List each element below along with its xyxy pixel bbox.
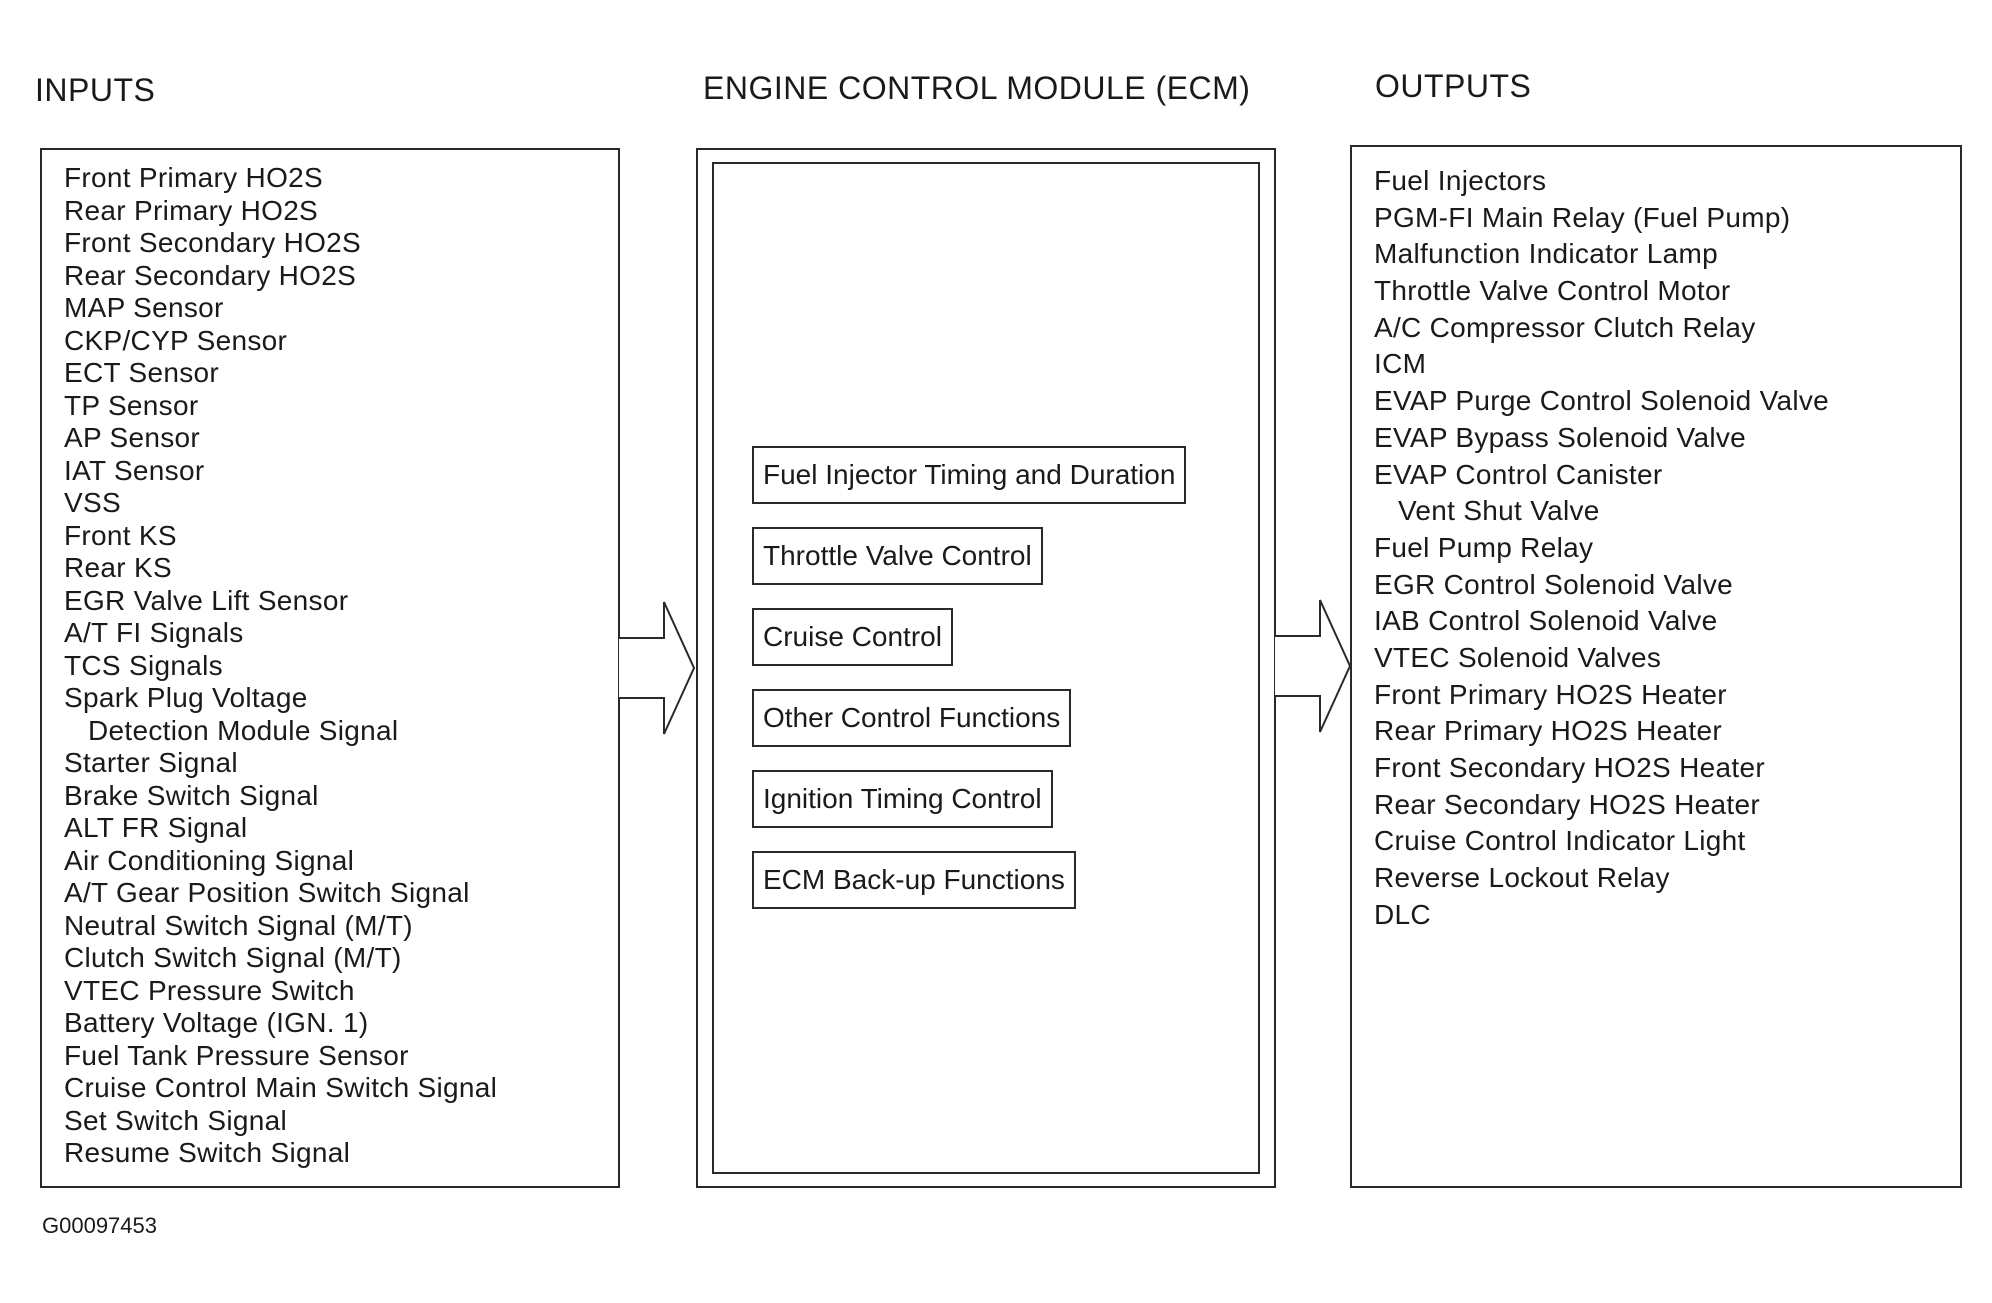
input-item: A/T Gear Position Switch Signal (64, 877, 470, 908)
output-item: EGR Control Solenoid Valve (1374, 568, 1734, 600)
ecm-function-ignition-timing: Ignition Timing Control (752, 770, 1053, 828)
input-item: Front KS (64, 519, 177, 551)
input-item: Resume Switch Signal (64, 1137, 351, 1168)
input-item: IAT Sensor (64, 454, 205, 486)
input-item: VSS (64, 487, 121, 518)
ecm-heading: ENGINE CONTROL MODULE (ECM) (703, 70, 1251, 106)
output-item: Front Primary HO2S Heater (1374, 678, 1727, 710)
output-item: Vent Shut Valve (1398, 495, 1600, 527)
ecm-panel: Fuel Injector Timing and Duration Thrott… (696, 148, 1276, 1188)
input-item: Rear Secondary HO2S (64, 259, 357, 291)
input-item: VTEC Pressure Switch (64, 974, 355, 1006)
inputs-heading: INPUTS (35, 72, 156, 108)
input-item: Spark Plug Voltage (64, 682, 308, 713)
input-item: A/T FI Signals (64, 617, 244, 648)
output-item: Reverse Lockout Relay (1374, 862, 1670, 894)
input-item: EGR Valve Lift Sensor (64, 584, 349, 616)
input-item: CKP/CYP Sensor (64, 324, 288, 356)
input-item: Battery Voltage (IGN. 1) (64, 1007, 369, 1038)
output-item: EVAP Bypass Solenoid Valve (1374, 421, 1747, 453)
outputs-list: Fuel Injectors PGM-FI Main Relay (Fuel P… (1374, 163, 1829, 933)
input-item: MAP Sensor (64, 292, 224, 323)
ecm-function-cruise-control: Cruise Control (752, 608, 953, 666)
output-item: Malfunction Indicator Lamp (1374, 238, 1718, 270)
output-item: Front Secondary HO2S Heater (1374, 752, 1765, 783)
inputs-list: Front Primary HO2S Rear Primary HO2S Fro… (64, 162, 497, 1170)
input-item: Set Switch Signal (64, 1104, 287, 1136)
output-item: Throttle Valve Control Motor (1374, 275, 1731, 307)
outputs-heading: OUTPUTS (1375, 68, 1532, 104)
outputs-panel: Fuel Injectors PGM-FI Main Relay (Fuel P… (1350, 145, 1962, 1188)
input-item: Rear Primary HO2S (64, 194, 319, 226)
output-item: A/C Compressor Clutch Relay (1374, 311, 1756, 343)
input-item: Air Conditioning Signal (64, 844, 355, 876)
input-arrow-icon (618, 601, 696, 735)
input-item: Rear KS (64, 552, 172, 583)
output-item: Fuel Pump Relay (1374, 531, 1594, 563)
output-item: IAB Control Solenoid Valve (1374, 605, 1718, 637)
input-item: ALT FR Signal (64, 812, 248, 843)
ecm-function-fuel-injector-timing: Fuel Injector Timing and Duration (752, 446, 1187, 504)
input-item: Clutch Switch Signal (M/T) (64, 942, 402, 973)
ecm-function-backup: ECM Back-up Functions (752, 851, 1076, 909)
ecm-function-throttle-valve-control: Throttle Valve Control (752, 527, 1043, 585)
output-item: DLC (1374, 898, 1431, 930)
figure-code: G00097453 (42, 1213, 157, 1238)
input-item: Cruise Control Main Switch Signal (64, 1072, 498, 1103)
input-item: Front Secondary HO2S (64, 227, 362, 258)
inputs-panel: Front Primary HO2S Rear Primary HO2S Fro… (40, 148, 620, 1188)
ecm-function-other-control: Other Control Functions (752, 689, 1072, 747)
input-item: Brake Switch Signal (64, 779, 319, 811)
input-item: Detection Module Signal (88, 714, 399, 746)
output-arrow-icon (1274, 599, 1352, 733)
input-item: Front Primary HO2S (64, 162, 323, 193)
input-item: Starter Signal (64, 747, 238, 778)
output-item: Cruise Control Indicator Light (1374, 825, 1746, 857)
output-item: Fuel Injectors (1374, 165, 1547, 196)
input-item: Neutral Switch Signal (M/T) (64, 909, 413, 941)
output-item: Rear Secondary HO2S Heater (1374, 788, 1760, 820)
ecm-inner-frame: Fuel Injector Timing and Duration Thrott… (712, 162, 1260, 1174)
input-item: AP Sensor (64, 422, 201, 453)
input-item: TP Sensor (64, 389, 199, 421)
input-item: ECT Sensor (64, 357, 219, 388)
output-item: EVAP Purge Control Solenoid Valve (1374, 385, 1830, 417)
output-item: ICM (1374, 348, 1427, 380)
input-item: Fuel Tank Pressure Sensor (64, 1039, 409, 1071)
input-item: TCS Signals (64, 649, 223, 681)
output-item: VTEC Solenoid Valves (1374, 641, 1662, 673)
output-item: Rear Primary HO2S Heater (1374, 715, 1722, 747)
output-item: EVAP Control Canister (1374, 458, 1663, 490)
output-item: PGM-FI Main Relay (Fuel Pump) (1374, 201, 1791, 233)
